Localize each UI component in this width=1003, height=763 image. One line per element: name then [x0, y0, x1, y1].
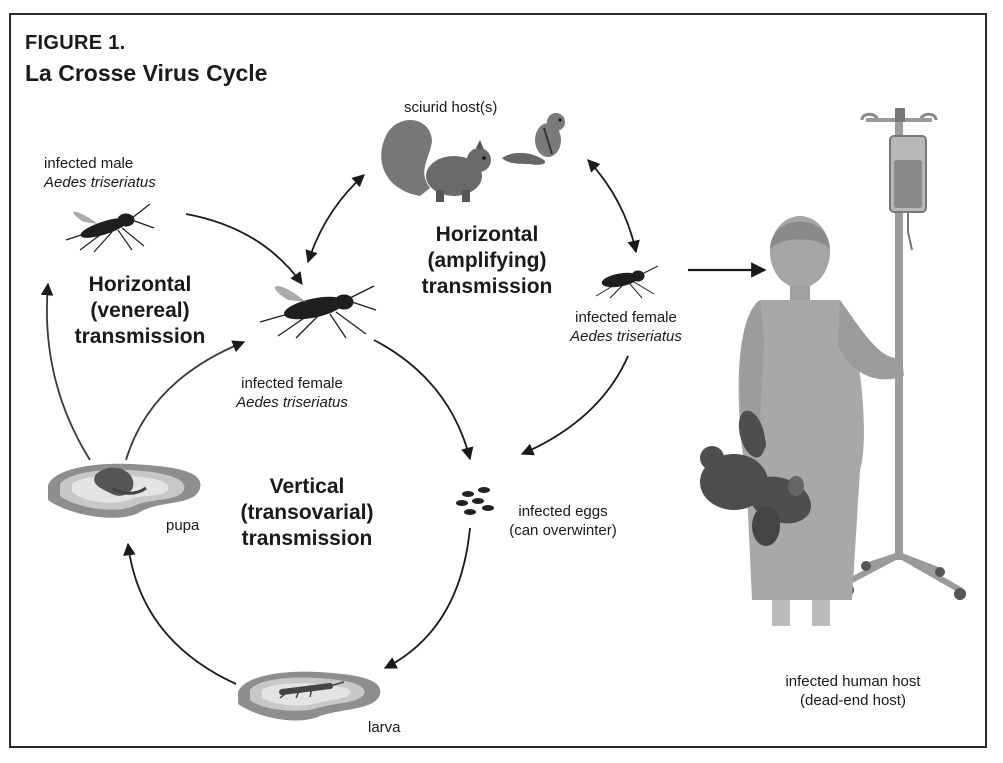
- larva-label: larva: [368, 719, 401, 736]
- arrow-squirrel-to-center-mosquito: [305, 174, 365, 264]
- amplifying-transmission-label: Horizontal (amplifying) transmission: [421, 223, 553, 298]
- iv-pole-icon: [842, 108, 966, 600]
- eggs-icon: [456, 487, 494, 515]
- infected-female-center-label: infected female Aedes triseriatus: [236, 375, 348, 411]
- arrow-pupa-to-female: [125, 340, 246, 461]
- squirrel-icon: [381, 119, 491, 202]
- arrow-larva-to-pupa: [123, 542, 237, 685]
- figure-title: La Crosse Virus Cycle: [25, 60, 268, 86]
- larva-pool-icon: [238, 671, 381, 721]
- figure-frame: [9, 13, 987, 748]
- pupa-label: pupa: [166, 517, 200, 534]
- infected-eggs-label: infected eggs (can overwinter): [509, 503, 617, 539]
- venereal-transmission-label: Horizontal (venereal) transmission: [74, 273, 206, 348]
- mosquito-female-right-icon: [595, 265, 659, 299]
- infected-female-right-label: infected female Aedes triseriatus: [570, 309, 682, 345]
- chipmunk-icon: [502, 113, 565, 165]
- vertical-transmission-label: Vertical (transovarial) transmission: [240, 475, 374, 550]
- human-host-label: infected human host (dead-end host): [785, 673, 921, 709]
- sciurid-host-label: sciurid host(s): [404, 99, 498, 116]
- infected-male-label: infected male Aedes triseriatus: [44, 155, 156, 191]
- arrow-right-mosquito-to-eggs: [520, 355, 629, 456]
- arrow-eggs-to-larva: [383, 527, 471, 669]
- mosquito-female-center-icon: [259, 285, 377, 339]
- arrow-chipmunk-to-right-mosquito: [587, 159, 640, 254]
- arrow-center-mosquito-to-eggs: [373, 339, 474, 461]
- figure-label: FIGURE 1.: [25, 32, 126, 54]
- arrow-pupa-to-male: [40, 282, 91, 461]
- teddy-bear-icon: [700, 410, 811, 546]
- pupa-pool-icon: [48, 463, 201, 518]
- mosquito-male-icon: [65, 203, 155, 253]
- arrow-male-to-center-mosquito: [185, 213, 303, 286]
